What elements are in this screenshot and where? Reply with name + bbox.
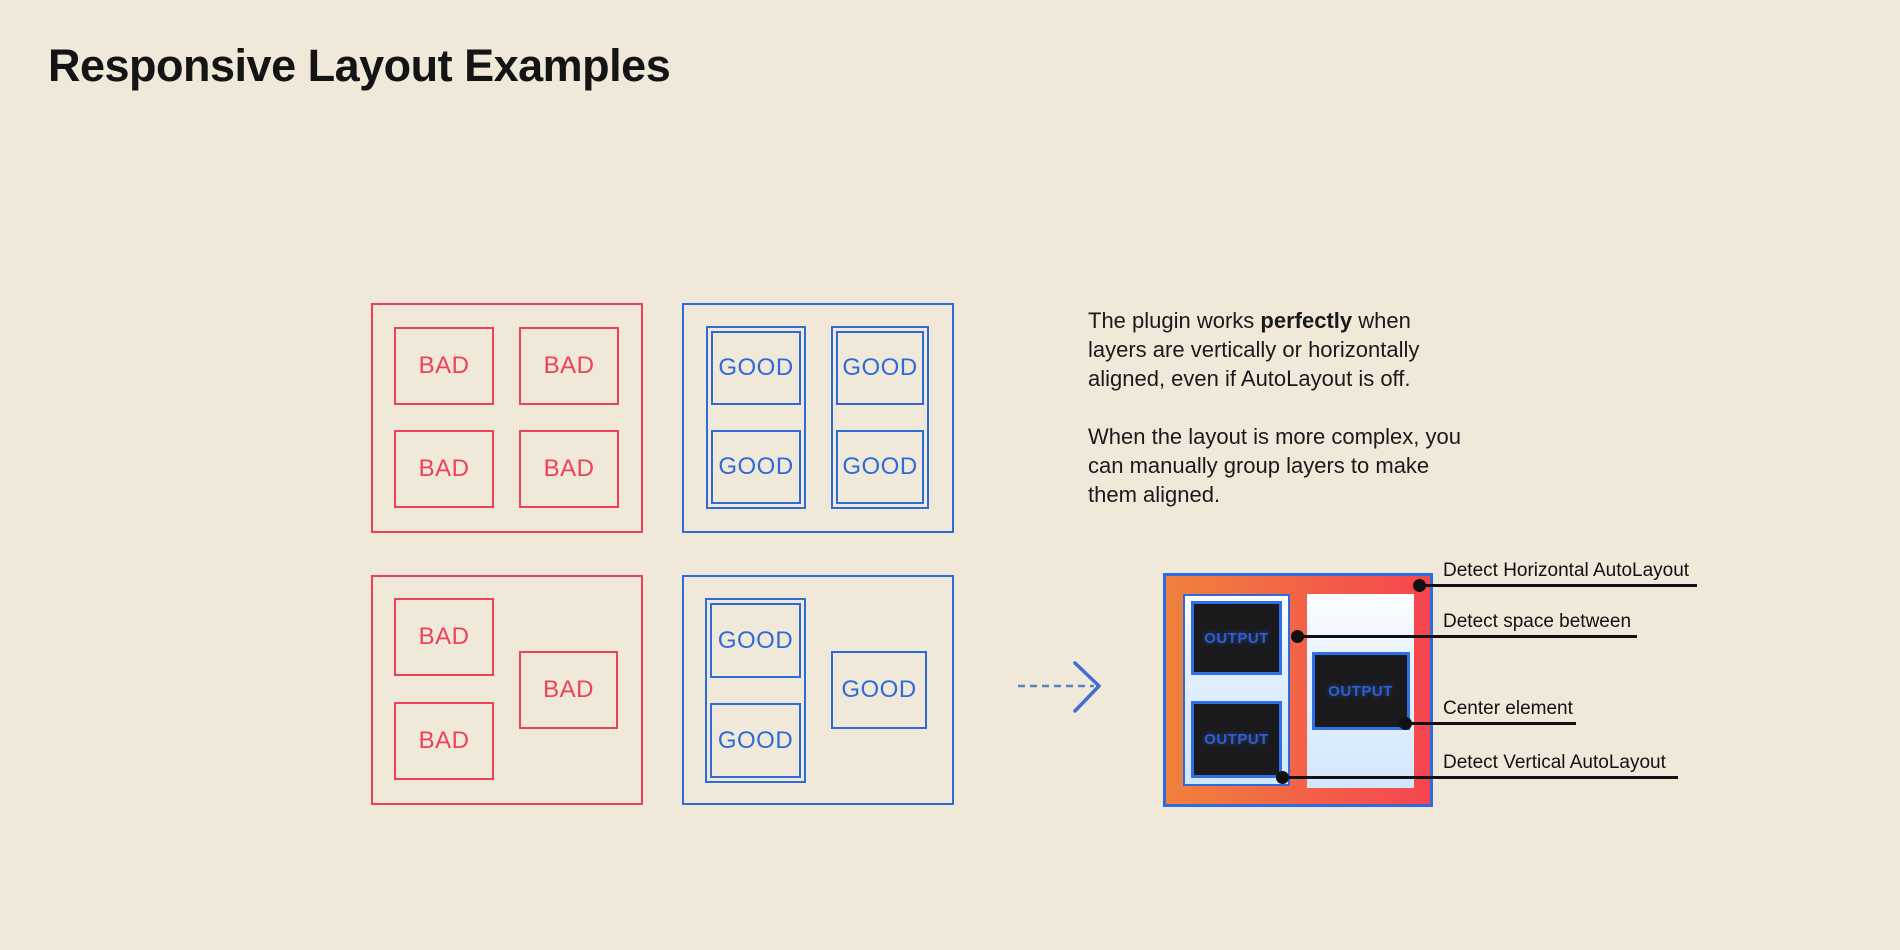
description-paragraph-2: When the layout is more complex, you can… (1088, 422, 1588, 509)
output-label: OUTPUT (1204, 629, 1269, 647)
callout-label: Detect Horizontal AutoLayout (1443, 560, 1690, 581)
bad-label: BAD (418, 727, 470, 754)
bad-label: BAD (418, 623, 470, 650)
callout-line (1414, 584, 1697, 587)
good-box: GOOD (831, 651, 927, 729)
callout-dot (1291, 630, 1304, 643)
output-label: OUTPUT (1204, 731, 1269, 748)
good-group-column: GOOD GOOD (706, 326, 806, 509)
output-vertical-group: OUTPUT OUTPUT (1183, 594, 1290, 786)
good-label: GOOD (718, 354, 794, 381)
good-label: GOOD (717, 726, 794, 754)
good-box: GOOD (836, 331, 924, 405)
output-center-panel: OUTPUT (1307, 594, 1414, 788)
description-text-bold: perfectly (1260, 308, 1353, 333)
good-box: GOOD (710, 703, 801, 778)
callout-line (1297, 635, 1637, 638)
bad-box: BAD (394, 327, 494, 405)
good-box: GOOD (711, 331, 801, 405)
callout-label: Center element (1443, 698, 1573, 719)
bad-box: BAD (519, 327, 619, 405)
good-group-column: GOOD GOOD (705, 598, 806, 783)
bad-box: BAD (394, 702, 494, 780)
output-box: OUTPUT (1311, 652, 1410, 730)
description-text-line: When the layout is more complex, you (1088, 424, 1461, 449)
callout-line (1283, 776, 1678, 779)
good-label: GOOD (718, 453, 794, 480)
bad-box: BAD (394, 598, 494, 676)
good-label: GOOD (841, 676, 917, 703)
arrow-right-svg (1018, 661, 1101, 713)
good-box: GOOD (711, 430, 801, 504)
output-box: OUTPUT (1191, 601, 1282, 675)
good-box: GOOD (710, 603, 801, 678)
description-text-segment: The plugin works (1088, 308, 1261, 333)
description-paragraph-1: The plugin works perfectly when layers a… (1088, 306, 1588, 393)
description-text-line: can manually group layers to make (1088, 453, 1430, 478)
page-title: Responsive Layout Examples (48, 40, 671, 91)
description-text-line: layers are vertically or horizontally (1088, 337, 1420, 362)
callout-dot (1276, 771, 1289, 784)
bad-label: BAD (418, 455, 470, 482)
description-text-segment: when (1352, 308, 1411, 333)
description-text-line: them aligned. (1088, 482, 1221, 507)
bad-label: BAD (543, 455, 595, 482)
good-grid-frame: GOOD GOOD GOOD GOOD (682, 303, 954, 533)
good-label: GOOD (717, 626, 794, 654)
arrow-right-icon (1012, 653, 1106, 719)
output-label: OUTPUT (1328, 682, 1393, 700)
callout-label: Detect space between (1443, 611, 1632, 632)
bad-box: BAD (394, 430, 494, 508)
bad-grid-frame: BAD BAD BAD BAD (371, 303, 643, 533)
output-box: OUTPUT (1191, 701, 1282, 778)
bad-box: BAD (519, 430, 619, 508)
output-result-frame: OUTPUT OUTPUT OUTPUT (1163, 573, 1433, 807)
callout-label: Detect Vertical AutoLayout (1443, 752, 1666, 773)
good-label: GOOD (842, 453, 918, 480)
good-staggered-frame: GOOD GOOD GOOD (682, 575, 954, 805)
callout-dot (1413, 579, 1426, 592)
bad-box: BAD (519, 651, 618, 729)
good-box: GOOD (836, 430, 924, 504)
bad-label: BAD (543, 352, 595, 379)
bad-label: BAD (543, 676, 594, 703)
good-group-column: GOOD GOOD (831, 326, 929, 509)
bad-label: BAD (418, 352, 470, 379)
callout-dot (1399, 717, 1412, 730)
description-text-line: aligned, even if AutoLayout is off. (1088, 366, 1411, 391)
description-text: The plugin works perfectly when layers a… (1088, 306, 1588, 509)
good-label: GOOD (842, 354, 918, 381)
callout-line (1406, 722, 1576, 725)
bad-staggered-frame: BAD BAD BAD (371, 575, 643, 805)
